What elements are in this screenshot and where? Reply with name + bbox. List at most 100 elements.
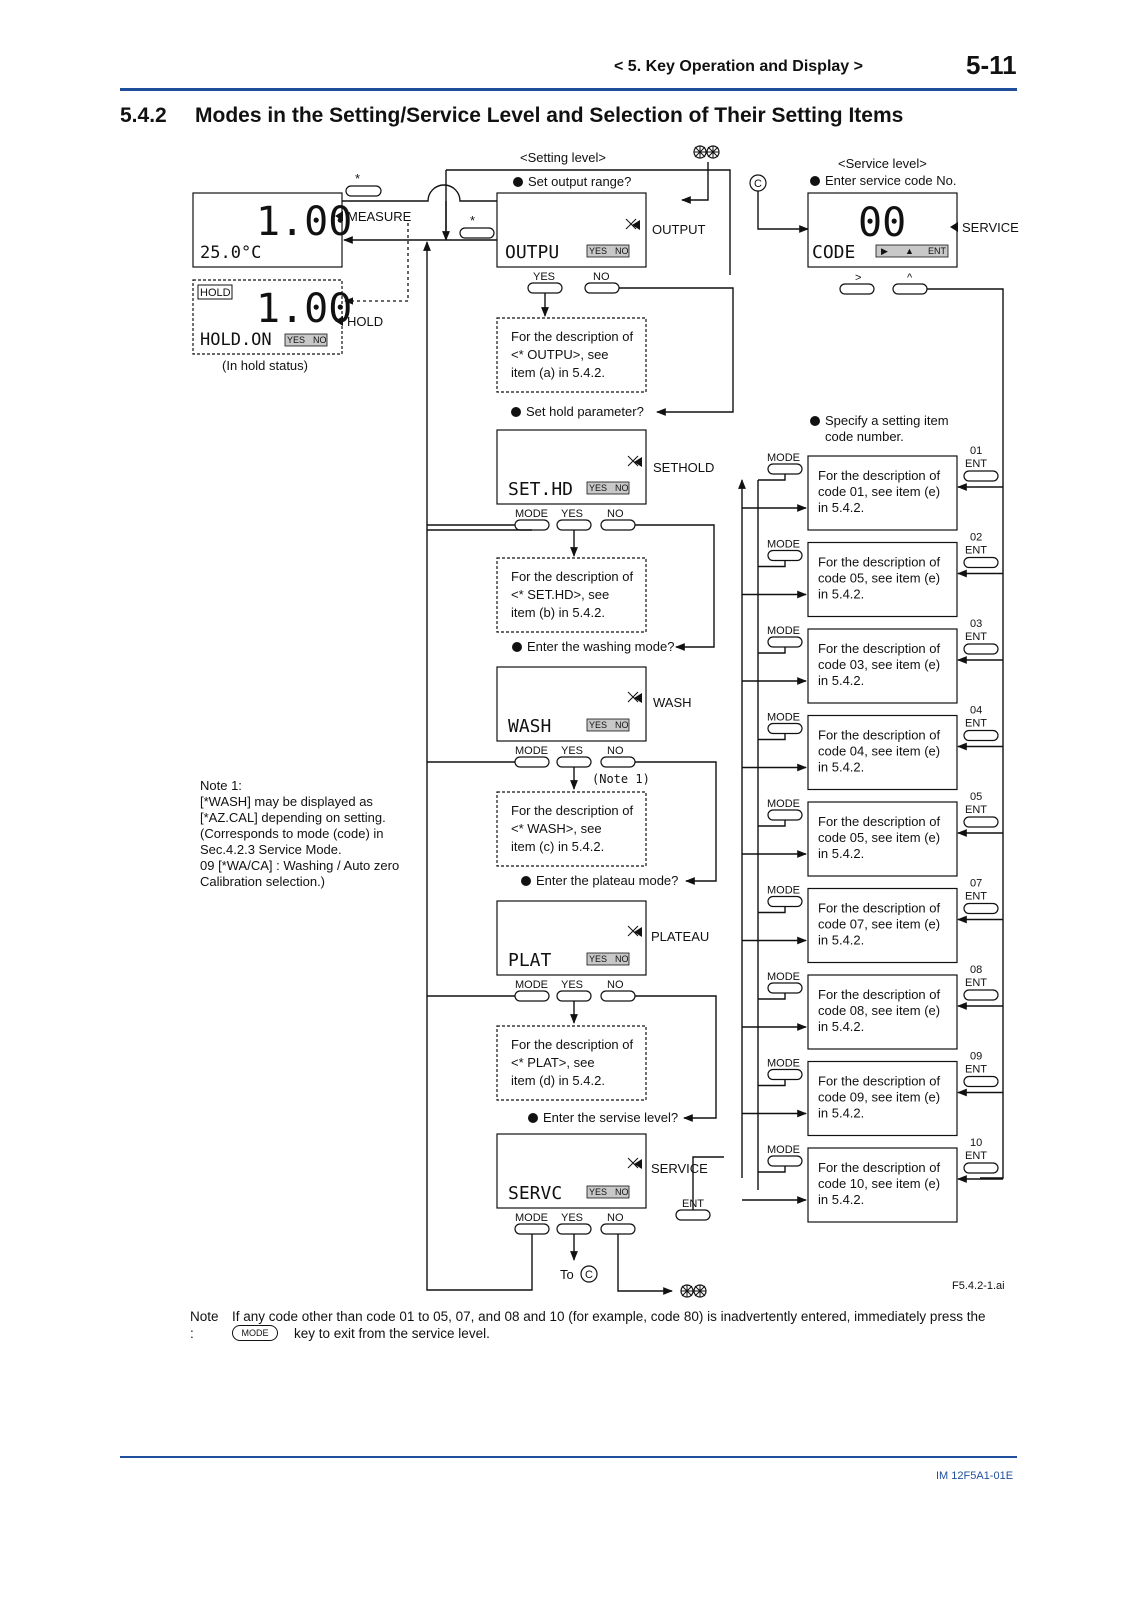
wash-yes-label: YES	[561, 745, 583, 757]
sethold-seg: SET.HD	[508, 479, 573, 500]
service-pill-yes: YES	[589, 1187, 607, 1197]
code-box	[807, 455, 958, 531]
code-mode-key[interactable]	[767, 1155, 803, 1167]
star-key-1[interactable]	[345, 185, 382, 197]
sethold-yes-key[interactable]	[556, 519, 592, 531]
hold-value: 1.00	[256, 286, 352, 332]
code-right-key[interactable]	[839, 283, 875, 295]
note-text-2: key to exit from the service level.	[294, 1326, 490, 1341]
code-box-line: For the description of	[818, 468, 941, 483]
service-mode-key[interactable]	[514, 1223, 550, 1235]
mode-return-line	[758, 993, 786, 1000]
asterisk-2: *	[470, 213, 475, 228]
hold-yes-no-yes: YES	[287, 335, 305, 345]
connector-c-bottom	[580, 1265, 598, 1283]
mode-return-line	[758, 474, 786, 481]
wash-desc-box	[496, 791, 647, 867]
service-question: Enter the servise level?	[543, 1110, 678, 1125]
code-ent-key[interactable]	[963, 1075, 999, 1088]
specify-line: Specify a setting item	[825, 413, 949, 428]
hold-caption: (In hold status)	[222, 358, 308, 373]
code-mode-key[interactable]	[767, 895, 803, 908]
wash-mode-label: MODE	[515, 745, 548, 757]
code-ent-label: ENT	[965, 718, 987, 730]
code-number: 08	[970, 964, 982, 976]
sethold-no-key[interactable]	[600, 519, 636, 531]
output-yes-key[interactable]	[527, 282, 563, 294]
wash-no-key[interactable]	[600, 756, 636, 768]
code-ent-key[interactable]	[963, 989, 999, 1001]
service-label: SERVICE	[651, 1161, 708, 1176]
mode-return-line	[758, 560, 786, 568]
wash-note-ref: (Note 1)	[592, 772, 650, 786]
plateau-question: Enter the plateau mode?	[536, 873, 678, 888]
heading-number: 5.4.2	[120, 104, 167, 127]
output-question: Set output range?	[528, 174, 631, 189]
code-box	[807, 1060, 958, 1137]
hold-label: HOLD	[347, 314, 383, 329]
figure-id: F5.4.2-1.ai	[952, 1280, 1005, 1292]
code-ent-key[interactable]	[963, 902, 999, 915]
plateau-yes-key[interactable]	[556, 990, 592, 1002]
code-ent-label: ENT	[965, 1150, 987, 1162]
asterisk-1: *	[355, 171, 360, 186]
code-ent-key[interactable]	[963, 643, 999, 655]
document-id: IM 12F5A1-01E	[936, 1470, 1014, 1482]
star-key-2[interactable]	[459, 227, 495, 239]
code-ent-key[interactable]	[963, 1162, 999, 1174]
plateau-no-key[interactable]	[600, 990, 636, 1002]
code-box-line: For the description of	[818, 641, 941, 656]
connector-c-bottom-label: C	[585, 1269, 593, 1281]
plateau-yes-label: YES	[561, 979, 583, 991]
code-label: SERVICE	[962, 220, 1019, 235]
note1-line: (Corresponds to mode (code) in	[200, 826, 384, 841]
code-box-line: For the description of	[818, 1160, 941, 1175]
code-box	[807, 1147, 958, 1223]
plateau-desc-line: item (d) in 5.4.2.	[511, 1073, 605, 1088]
code-mode-label: MODE	[767, 712, 800, 724]
code-box-line: For the description of	[818, 901, 941, 916]
service-ent-key[interactable]	[675, 1209, 711, 1221]
code-ent-key[interactable]	[963, 470, 999, 482]
wash-pill-yes: YES	[589, 720, 607, 730]
sethold-mode-key[interactable]	[514, 519, 550, 531]
code-ent-key[interactable]	[963, 729, 999, 742]
code-number: 04	[970, 705, 982, 717]
code-question: Enter service code No.	[825, 173, 957, 188]
code-ent-label: ENT	[965, 977, 987, 989]
code-ent-key[interactable]	[963, 816, 999, 828]
mode-return-line	[758, 733, 786, 741]
service-yes-label: YES	[561, 1212, 583, 1224]
service-yes-key[interactable]	[556, 1223, 592, 1235]
code-mode-label: MODE	[767, 625, 800, 637]
code-mode-key[interactable]	[767, 1068, 803, 1081]
service-no-key[interactable]	[600, 1223, 636, 1235]
code-box	[807, 714, 958, 791]
code-mode-key[interactable]	[767, 809, 803, 821]
code-up-key[interactable]	[892, 283, 928, 295]
plateau-pill-yes: YES	[589, 954, 607, 964]
wash-mode-key[interactable]	[514, 756, 550, 768]
code-box	[807, 541, 958, 618]
code-mode-key[interactable]	[767, 982, 803, 994]
code-mode-key[interactable]	[767, 549, 803, 562]
service-seg: SERVC	[508, 1183, 562, 1204]
code-mode-label: MODE	[767, 885, 800, 897]
wash-yes-key[interactable]	[556, 756, 592, 768]
code-number: 10	[970, 1137, 982, 1149]
code-box-line: For the description of	[818, 987, 941, 1002]
output-seg: OUTPU	[505, 242, 559, 263]
output-display	[496, 192, 647, 268]
code-box-line: in 5.4.2.	[818, 846, 864, 861]
plateau-mode-key[interactable]	[514, 990, 550, 1002]
code-mode-label: MODE	[767, 1058, 800, 1070]
output-no-key[interactable]	[584, 282, 620, 294]
code-mode-key[interactable]	[767, 463, 803, 475]
code-mode-key[interactable]	[767, 636, 803, 648]
code-mode-key[interactable]	[767, 722, 803, 735]
output-pill-yes: YES	[589, 246, 607, 256]
plateau-no-label: NO	[607, 979, 624, 991]
code-box	[807, 887, 958, 964]
hold-sub: HOLD.ON	[200, 330, 272, 350]
code-ent-key[interactable]	[963, 556, 999, 569]
